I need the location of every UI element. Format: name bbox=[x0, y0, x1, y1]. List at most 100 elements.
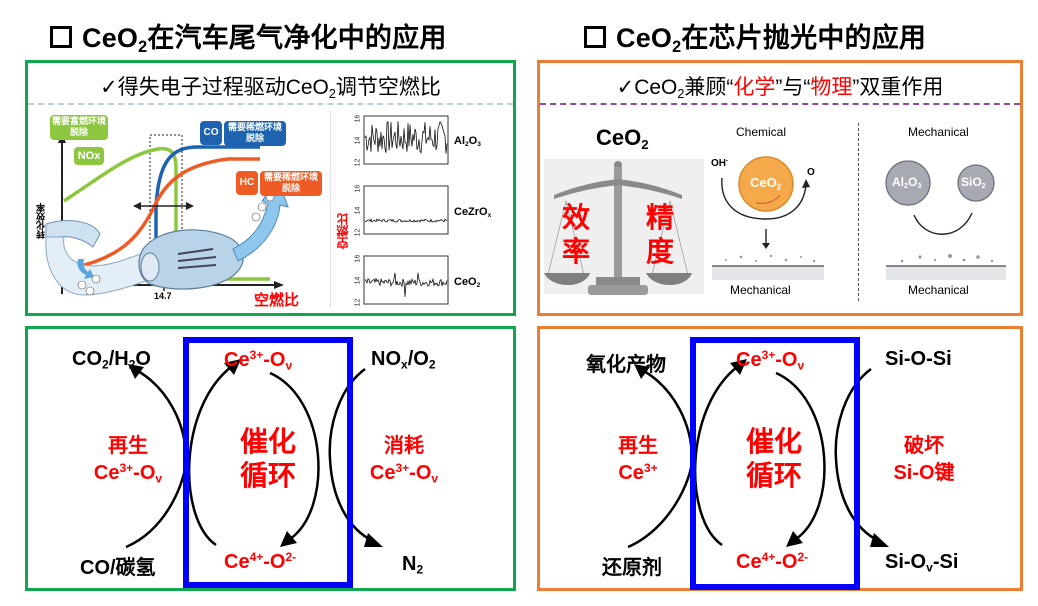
oxygen-label: O bbox=[807, 167, 815, 178]
hydroxide-label: OH- bbox=[711, 158, 728, 169]
right-section-title: CeO2在芯片抛光中的应用 bbox=[584, 16, 926, 55]
arrowhead-icon bbox=[786, 531, 803, 547]
arrowhead-icon bbox=[128, 364, 144, 379]
mechanical-footer-label: Mechanical bbox=[908, 283, 969, 297]
cycle-bottom-state: Ce4+-O2- bbox=[736, 549, 809, 573]
n2-product: N2 bbox=[402, 553, 424, 577]
nox-curve bbox=[63, 146, 270, 281]
cycle-top-state: Ce3+-Ov bbox=[736, 347, 805, 373]
al2o3-particle bbox=[885, 160, 931, 206]
arrowhead-icon bbox=[730, 359, 747, 375]
cycle-arc-down bbox=[775, 371, 826, 541]
tick-label: 14 bbox=[354, 206, 362, 215]
balance-label: CeO2 bbox=[596, 125, 649, 152]
ceo2-trace-plot bbox=[363, 255, 449, 305]
stoichiometric-ratio-value: 14.7 bbox=[154, 291, 172, 301]
al2o3-particle-label: Al2O3 bbox=[892, 175, 922, 191]
precision-label: 精度 bbox=[645, 202, 674, 267]
panel-subheading: ✓CeO2兼顾“化学”与“物理”双重作用 bbox=[616, 76, 944, 101]
sio2-particle bbox=[957, 164, 995, 202]
tick-label: 14 bbox=[354, 136, 362, 145]
cezrox-label: CeZrOx bbox=[454, 206, 492, 219]
consumption-label: 消耗 Ce3+-Ov bbox=[369, 435, 439, 486]
chemical-heading: Chemical bbox=[736, 125, 787, 139]
conversion-efficiency-diagram bbox=[45, 133, 289, 296]
cycle-arc-up bbox=[187, 366, 232, 547]
subheading-divider bbox=[540, 103, 1020, 105]
exhaust-catalytic-cycle-panel: 催化循环 Ce3+-Ov Ce4+-O2- CO2/H2O CO/碳氢 再生 C… bbox=[25, 326, 516, 591]
bullet-square-icon bbox=[50, 26, 72, 48]
nox-o2-reactant: NOx/O2 bbox=[371, 348, 436, 372]
tick-label: 16 bbox=[354, 114, 362, 123]
al2o3-label: Al2O3 bbox=[454, 135, 481, 148]
cycle-arc-down bbox=[269, 371, 320, 541]
x-axis-arrow-icon bbox=[274, 281, 284, 289]
tick-label: 16 bbox=[354, 184, 362, 193]
ceo2-trace bbox=[364, 272, 448, 297]
cycle-top-state: Ce3+-Ov bbox=[224, 347, 293, 373]
bond-breaking-label: 破坏 Si-O键 bbox=[893, 435, 955, 484]
tick-label: 12 bbox=[354, 298, 362, 307]
polishing-catalytic-cycle-panel: 催化循环 Ce3+-Ov Ce4+-O2- 氧化产物 还原剂 再生 Ce3+ S… bbox=[537, 326, 1023, 591]
regeneration-label: 再生 Ce3+ bbox=[618, 435, 658, 484]
balance-scale-icon bbox=[544, 159, 704, 295]
tick-label: 12 bbox=[354, 228, 362, 237]
catalytic-cycle-label: 催化循环 bbox=[745, 426, 802, 491]
intake-arrow-icon bbox=[77, 259, 94, 279]
co-note-tag: 需要稀燃环境 脱除 bbox=[224, 121, 286, 146]
chemical-footer-label: Mechanical bbox=[730, 283, 791, 297]
polishing-mechanism-panel: ✓CeO2兼顾“化学”与“物理”双重作用 CeO2 效率 精度 Chemical… bbox=[537, 60, 1023, 316]
arrowhead-icon bbox=[364, 533, 383, 547]
co2-h2o-product: CO2/H2O bbox=[72, 348, 151, 372]
nox-tag: NOx bbox=[74, 147, 104, 165]
mechanical-heading: Mechanical bbox=[908, 125, 969, 139]
check-icon: ✓ bbox=[616, 76, 635, 99]
hc-note-tag: 需要稀燃环境 脱除 bbox=[260, 171, 322, 196]
oxidation-product: 氧化产物 bbox=[586, 354, 666, 376]
ceo2-label: CeO2 bbox=[454, 276, 481, 289]
clean-exhaust-arrow-icon bbox=[232, 177, 289, 262]
ceo2-particle bbox=[738, 156, 794, 212]
tick-label: 16 bbox=[354, 254, 362, 263]
air-fuel-ratio-y-label: 空燃比 bbox=[336, 213, 350, 249]
subheading-divider bbox=[28, 103, 513, 105]
exhaust-afr-panel: ✓得失电子过程驱动CeO2调节空燃比 bbox=[25, 60, 516, 316]
check-icon: ✓ bbox=[100, 76, 118, 99]
nox-note-tag: 需要富燃环境 脱除 bbox=[50, 115, 108, 140]
catalytic-cycle-box bbox=[183, 337, 353, 588]
arrowhead-icon bbox=[224, 359, 241, 375]
tick-label: 12 bbox=[354, 158, 362, 167]
co-tag: CO bbox=[200, 121, 222, 145]
al2o3-trace-plot bbox=[363, 115, 449, 165]
cycle-bottom-state: Ce4+-O2- bbox=[224, 549, 297, 573]
al2o3-trace bbox=[364, 120, 448, 154]
mechanical-mechanism-graphic bbox=[885, 160, 1006, 280]
hc-curve bbox=[67, 157, 260, 271]
catalytic-cycle-box bbox=[690, 337, 860, 590]
reaction-arrow-icon bbox=[802, 179, 810, 188]
co-hydrocarbon-reactant: CO/碳氢 bbox=[80, 557, 156, 579]
cezrox-trace-plot bbox=[363, 185, 449, 235]
siloxane-reactant: Si-O-Si bbox=[885, 348, 952, 370]
regeneration-label: 再生 Ce3+-Ov bbox=[93, 435, 163, 486]
catalytic-cycle-label: 催化循环 bbox=[239, 426, 296, 491]
figure-separator bbox=[330, 111, 331, 307]
ceo2-particle-label: CeO2 bbox=[750, 175, 782, 192]
arrowhead-icon bbox=[870, 533, 889, 547]
efficiency-label: 效率 bbox=[561, 202, 590, 267]
sio2-particle-label: SiO2 bbox=[961, 175, 986, 191]
left-section-title: CeO2在汽车尾气净化中的应用 bbox=[50, 16, 447, 55]
arrowhead-icon bbox=[280, 531, 297, 547]
tick-label: 14 bbox=[354, 276, 362, 285]
cezrox-trace bbox=[364, 218, 448, 223]
arrowhead-icon bbox=[634, 364, 650, 379]
conversion-efficiency-label: 转化效率 bbox=[36, 203, 46, 239]
afr-trace-plots bbox=[363, 115, 449, 305]
reducing-agent: 还原剂 bbox=[602, 557, 662, 579]
panel-subheading: ✓得失电子过程驱动CeO2调节空燃比 bbox=[100, 76, 441, 101]
hc-tag: HC bbox=[236, 171, 258, 195]
mechanism-separator bbox=[858, 123, 859, 301]
chemical-mechanism-graphic bbox=[712, 156, 824, 280]
air-fuel-ratio-x-label: 空燃比 bbox=[254, 292, 300, 309]
bullet-square-icon bbox=[584, 26, 606, 48]
